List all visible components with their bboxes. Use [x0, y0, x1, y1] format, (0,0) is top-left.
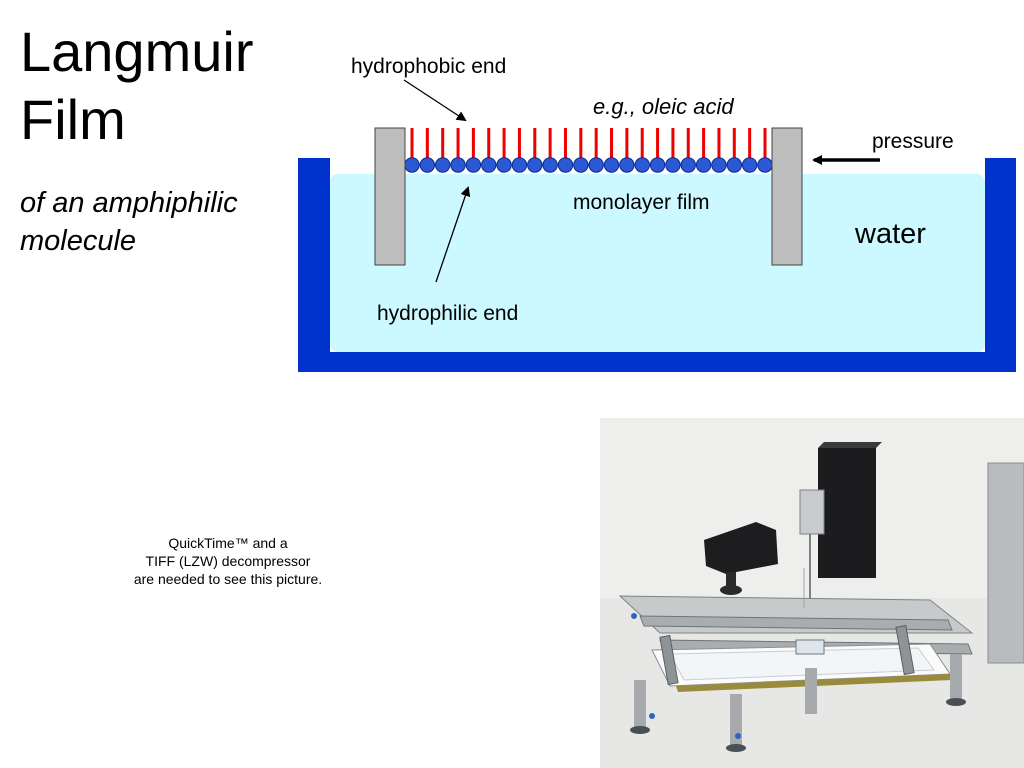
left-barrier [374, 127, 406, 266]
langmuir-trough-apparatus-photo [600, 418, 1024, 768]
molecule-head [527, 157, 543, 173]
molecule-head [619, 157, 635, 173]
water-label: water [854, 218, 926, 250]
hydrophilic-end-label: hydrophilic end [377, 302, 518, 325]
water-body [330, 174, 985, 352]
molecule-head [603, 157, 620, 173]
slide-subtitle-line-1: of an amphiphilic [20, 187, 238, 219]
molecule-head [511, 157, 528, 173]
molecule-head [649, 157, 666, 173]
hydrophobic-end-label: hydrophobic end [351, 55, 506, 78]
quicktime-notice-line-3: are needed to see this picture. [133, 571, 323, 587]
monolayer-molecules [404, 128, 773, 173]
molecule-head [496, 157, 512, 173]
molecule-head [557, 157, 574, 173]
slide-title-line-1: Langmuir [20, 20, 254, 83]
molecule-head [465, 157, 482, 173]
slide-subtitle: of an amphiphilic molecule [20, 184, 238, 260]
molecule-head [573, 157, 589, 173]
molecule-head [419, 157, 436, 173]
molecule-head [711, 157, 727, 173]
slide-subtitle-line-2: molecule [20, 225, 137, 257]
quicktime-placeholder-notice: QuickTime™ and a TIFF (LZW) decompressor… [110, 534, 346, 588]
quicktime-notice-line-1: QuickTime™ and a [168, 535, 288, 551]
molecule-head [634, 157, 650, 173]
molecule-head [695, 157, 712, 173]
pressure-sensor-tower [818, 448, 876, 578]
molecule-head [757, 157, 773, 173]
molecule-head [741, 157, 758, 173]
right-barrier [771, 127, 803, 266]
molecule-head [404, 157, 420, 173]
molecule-head [588, 157, 604, 173]
molecule-head [542, 157, 558, 173]
pressure-label: pressure [872, 130, 954, 153]
slide-title-line-2: Film [20, 88, 126, 151]
molecule-head [726, 157, 743, 173]
oleic-acid-example-label: e.g., oleic acid [593, 94, 734, 119]
monolayer-film-label: monolayer film [573, 191, 710, 214]
hydrophobic-pointer-arrow [403, 79, 467, 122]
molecule-head [481, 157, 497, 173]
molecule-head [434, 157, 451, 173]
langmuir-trough-diagram: hydrophobic end e.g., oleic acid pressur… [298, 55, 1016, 372]
molecule-head [665, 157, 681, 173]
quicktime-notice-line-2: TIFF (LZW) decompressor [145, 553, 311, 569]
molecule-head [450, 157, 466, 173]
surface-potential-sensor [704, 522, 778, 574]
hydrophilic-pointer-arrow [435, 186, 471, 283]
molecule-head [680, 157, 696, 173]
control-cabinet [987, 462, 1024, 664]
slide-title: Langmuir Film [20, 18, 253, 154]
